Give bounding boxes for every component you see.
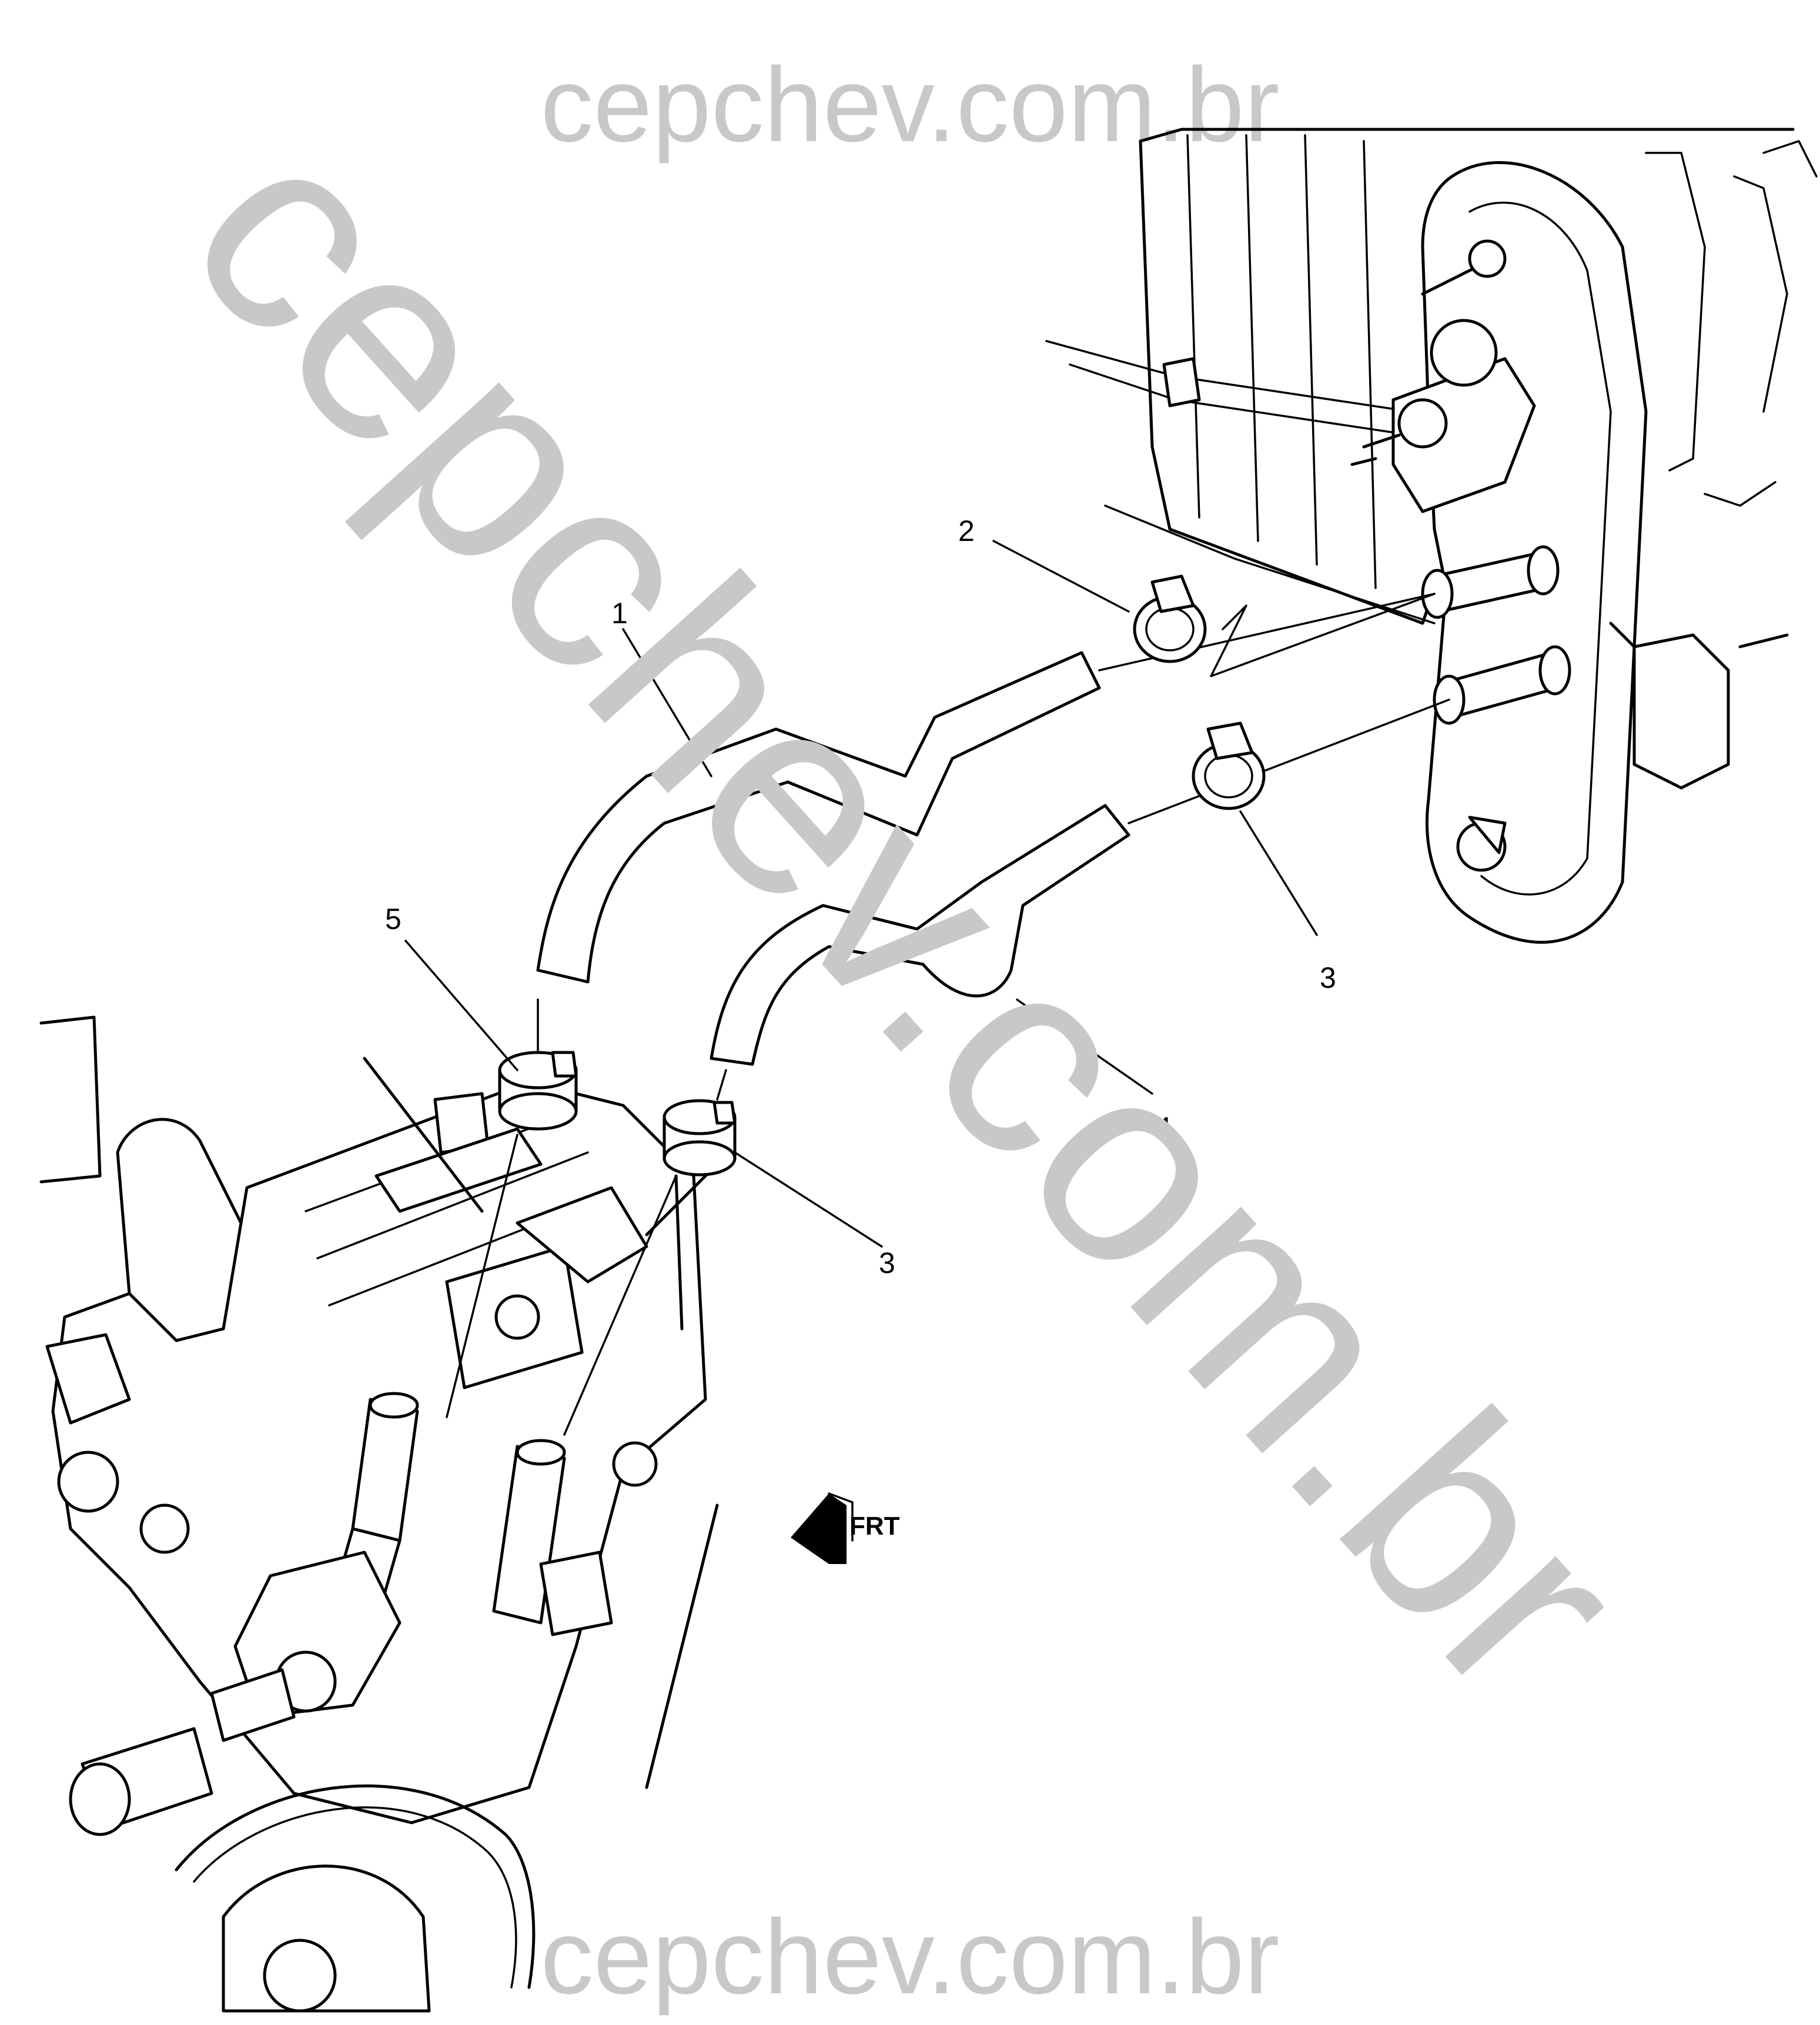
heater-inlet-hose — [536, 651, 1101, 984]
callout-1: 1 — [611, 597, 628, 630]
callout-2: 2 — [958, 514, 975, 547]
hose-clamp-2 — [1133, 574, 1207, 663]
hose-clamp-5 — [498, 1051, 578, 1131]
front-arrow-icon — [791, 1493, 847, 1564]
heater-core-assembly — [1045, 128, 1818, 944]
callout-3-lower: 3 — [879, 1247, 895, 1279]
engine-assembly — [39, 1015, 731, 2013]
front-direction-indicator: FRT — [791, 1492, 900, 1564]
frt-label: FRT — [849, 1512, 900, 1541]
callout-3-upper: 3 — [1320, 961, 1336, 994]
watermark-top: cepchev.com.br — [540, 46, 1279, 164]
hose-clamp-3-lower — [663, 1099, 737, 1177]
watermark-bottom: cepchev.com.br — [540, 1898, 1279, 2016]
heater-outlet-hose — [710, 804, 1130, 1066]
callout-4: 4 — [1155, 1111, 1172, 1144]
hose-clamp-3-upper — [1192, 721, 1266, 810]
callout-5: 5 — [385, 903, 402, 935]
